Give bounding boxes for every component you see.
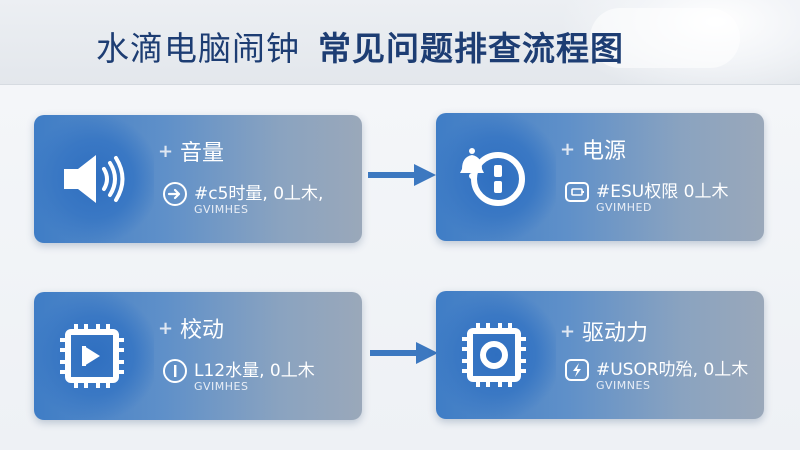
card-title: 驱动力 — [582, 321, 649, 346]
lightning-icon — [564, 357, 590, 383]
plus-icon: + — [560, 321, 576, 342]
title-product: 水滴电脑闹钟 — [96, 29, 300, 68]
alarm-clock-icon — [456, 139, 532, 215]
plus-icon: + — [158, 318, 174, 339]
card-detail: #c5时量, 0丄木, — [194, 184, 324, 204]
flow-arrow-right — [370, 341, 440, 365]
card-title: 校动 — [180, 318, 225, 343]
card-power[interactable]: + 电源 #ESU权限 0丄木 GVIMHED — [436, 113, 764, 241]
flowchart-area: + 音量 #c5时量, 0丄木, GVIMHES — [0, 85, 800, 450]
card-detail: #USOR叻殆, 0丄木 — [596, 360, 749, 380]
page-title: 水滴电脑闹钟 常见问题排查流程图 — [96, 22, 624, 70]
card-subtext: GVIMHES — [194, 203, 249, 216]
flow-arrow-right — [368, 163, 438, 187]
speaker-icon — [54, 141, 130, 217]
card-calibration[interactable]: + 校动 L12水量, 0丄木 GVIMHES — [34, 292, 362, 420]
card-title: 电源 — [582, 139, 627, 164]
header-decoration-highlight — [590, 8, 740, 68]
info-circle-icon — [162, 358, 188, 384]
arrow-right-circle-icon — [162, 181, 188, 207]
title-topic: 常见问题排查流程图 — [318, 29, 624, 68]
card-title: 音量 — [180, 141, 225, 166]
card-subtext: GVIMHES — [194, 380, 249, 393]
plus-icon: + — [560, 139, 576, 160]
card-subtext: GVIMNES — [596, 379, 651, 392]
card-detail: L12水量, 0丄木 — [194, 361, 315, 381]
page-header: 水滴电脑闹钟 常见问题排查流程图 — [0, 0, 800, 84]
circuit-board-icon — [456, 317, 532, 393]
card-drive[interactable]: + 驱动力 #USOR叻殆, 0丄木 GVIMNES — [436, 291, 764, 419]
card-subtext: GVIMHED — [596, 201, 652, 214]
battery-icon — [564, 179, 590, 205]
chip-play-icon — [54, 318, 130, 394]
header-divider — [0, 84, 800, 85]
card-detail: #ESU权限 0丄木 — [596, 182, 729, 202]
plus-icon: + — [158, 141, 174, 162]
card-volume[interactable]: + 音量 #c5时量, 0丄木, GVIMHES — [34, 115, 362, 243]
